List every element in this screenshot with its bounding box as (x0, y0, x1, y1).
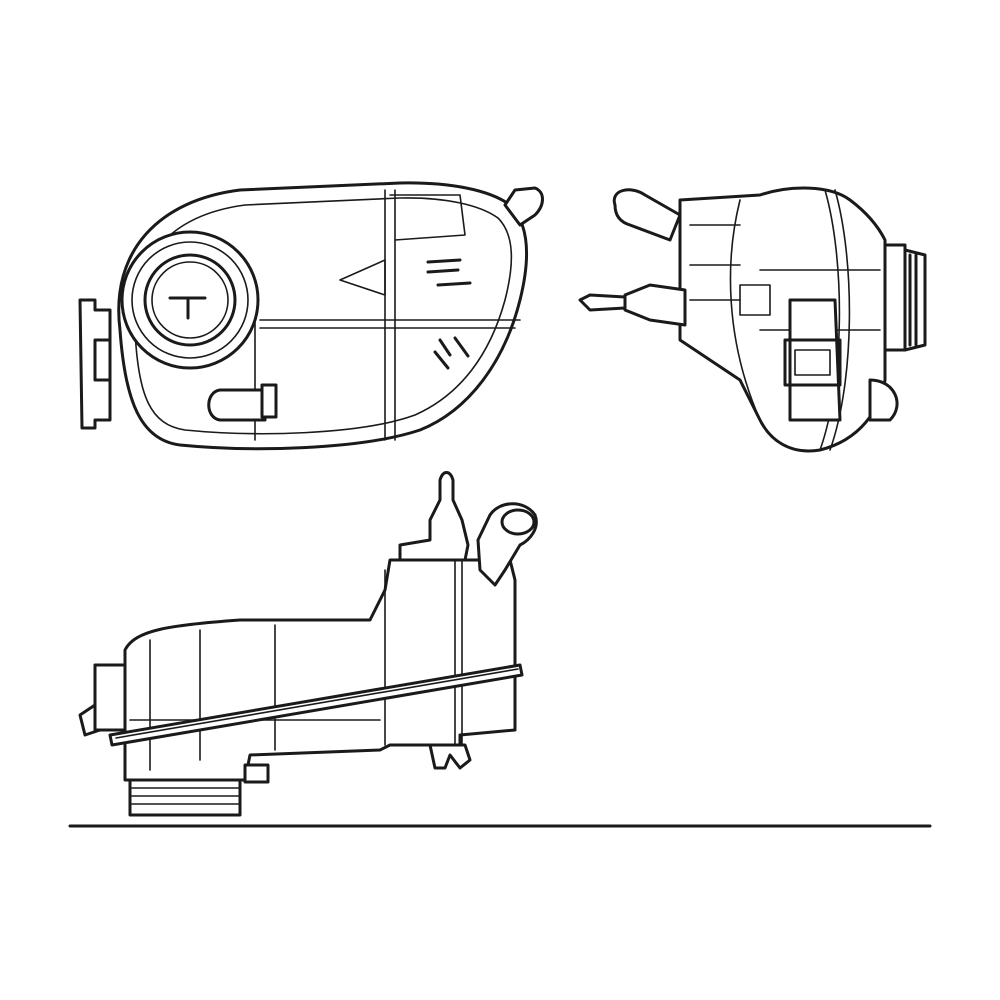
side-view (578, 186, 927, 453)
top-view (78, 181, 544, 451)
mounting-strap (108, 663, 524, 747)
front-view (78, 471, 538, 817)
filler-cap (120, 230, 260, 370)
